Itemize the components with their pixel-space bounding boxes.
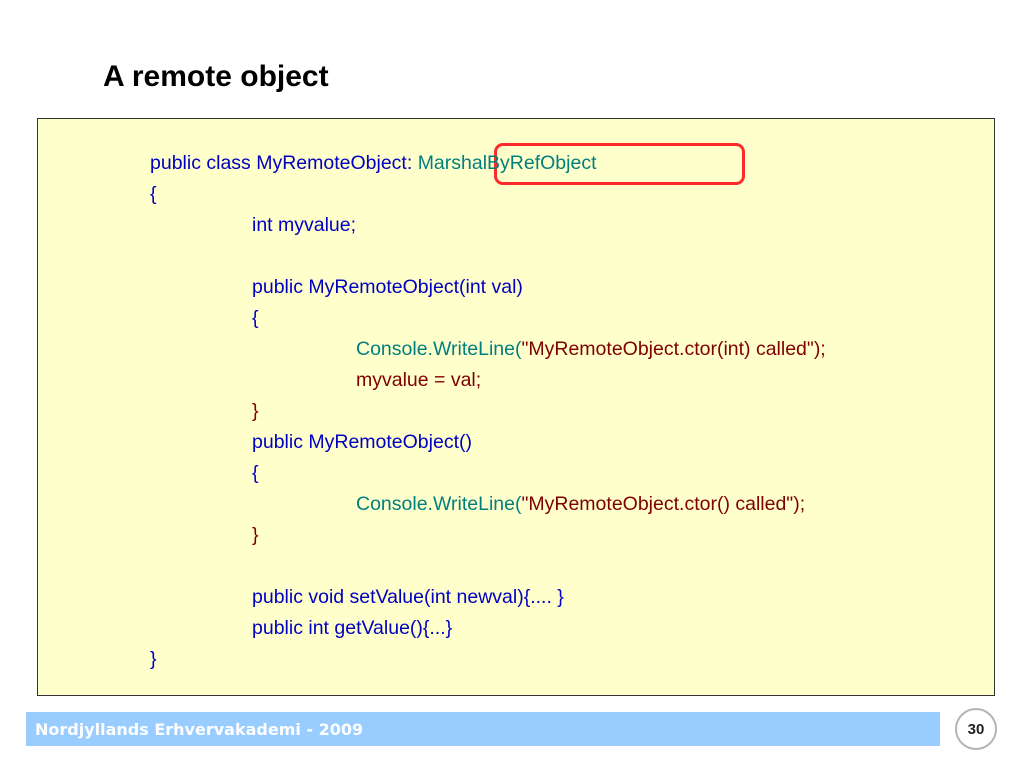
code-line-class-open-brace: { xyxy=(150,183,157,205)
code-line-field: int myvalue; xyxy=(252,214,357,236)
code-line-ctor-int-open-brace: { xyxy=(252,307,259,329)
code-base-class: MarshalByRefObject xyxy=(417,152,597,174)
code-line-ctor-default-close-brace: } xyxy=(252,524,259,546)
code-line-ctor-int-close-brace: } xyxy=(252,400,259,422)
footer-bar: Nordjyllands Erhvervakademi - 2009 xyxy=(26,712,940,746)
code-line-ctor-int-signature: public MyRemoteObject(int val) xyxy=(252,276,523,298)
code-console-call: Console.WriteLine( xyxy=(356,493,522,515)
code-line-ctor-int-writeline: Console.WriteLine("MyRemoteObject.ctor(i… xyxy=(356,337,826,361)
code-line-ctor-default-signature: public MyRemoteObject() xyxy=(252,431,472,453)
footer-text: Nordjyllands Erhvervakademi - 2009 xyxy=(35,720,364,739)
code-block: public class MyRemoteObject: MarshalByRe… xyxy=(37,118,995,696)
code-string-literal: "MyRemoteObject.ctor() called"); xyxy=(521,493,806,515)
code-console-call: Console.WriteLine( xyxy=(356,338,522,360)
code-line-ctor-default-writeline: Console.WriteLine("MyRemoteObject.ctor()… xyxy=(356,492,805,516)
code-line-class-close-brace: } xyxy=(150,648,157,670)
slide-title: A remote object xyxy=(103,60,329,93)
base-class-highlight-ring xyxy=(494,143,745,185)
code-line-setvalue: public void setValue(int newval){.... } xyxy=(252,586,564,608)
code-line-ctor-default-open-brace: { xyxy=(252,462,259,484)
code-line-assignment: myvalue = val; xyxy=(356,369,482,391)
code-line-getvalue: public int getValue(){...} xyxy=(252,617,453,639)
code-line-class-declaration: public class MyRemoteObject: MarshalByRe… xyxy=(150,151,597,175)
code-string-literal: "MyRemoteObject.ctor(int) called"); xyxy=(521,338,826,360)
code-class-header: public class MyRemoteObject: xyxy=(150,152,418,174)
page-number-badge: 30 xyxy=(955,708,997,750)
page-number: 30 xyxy=(967,720,985,738)
